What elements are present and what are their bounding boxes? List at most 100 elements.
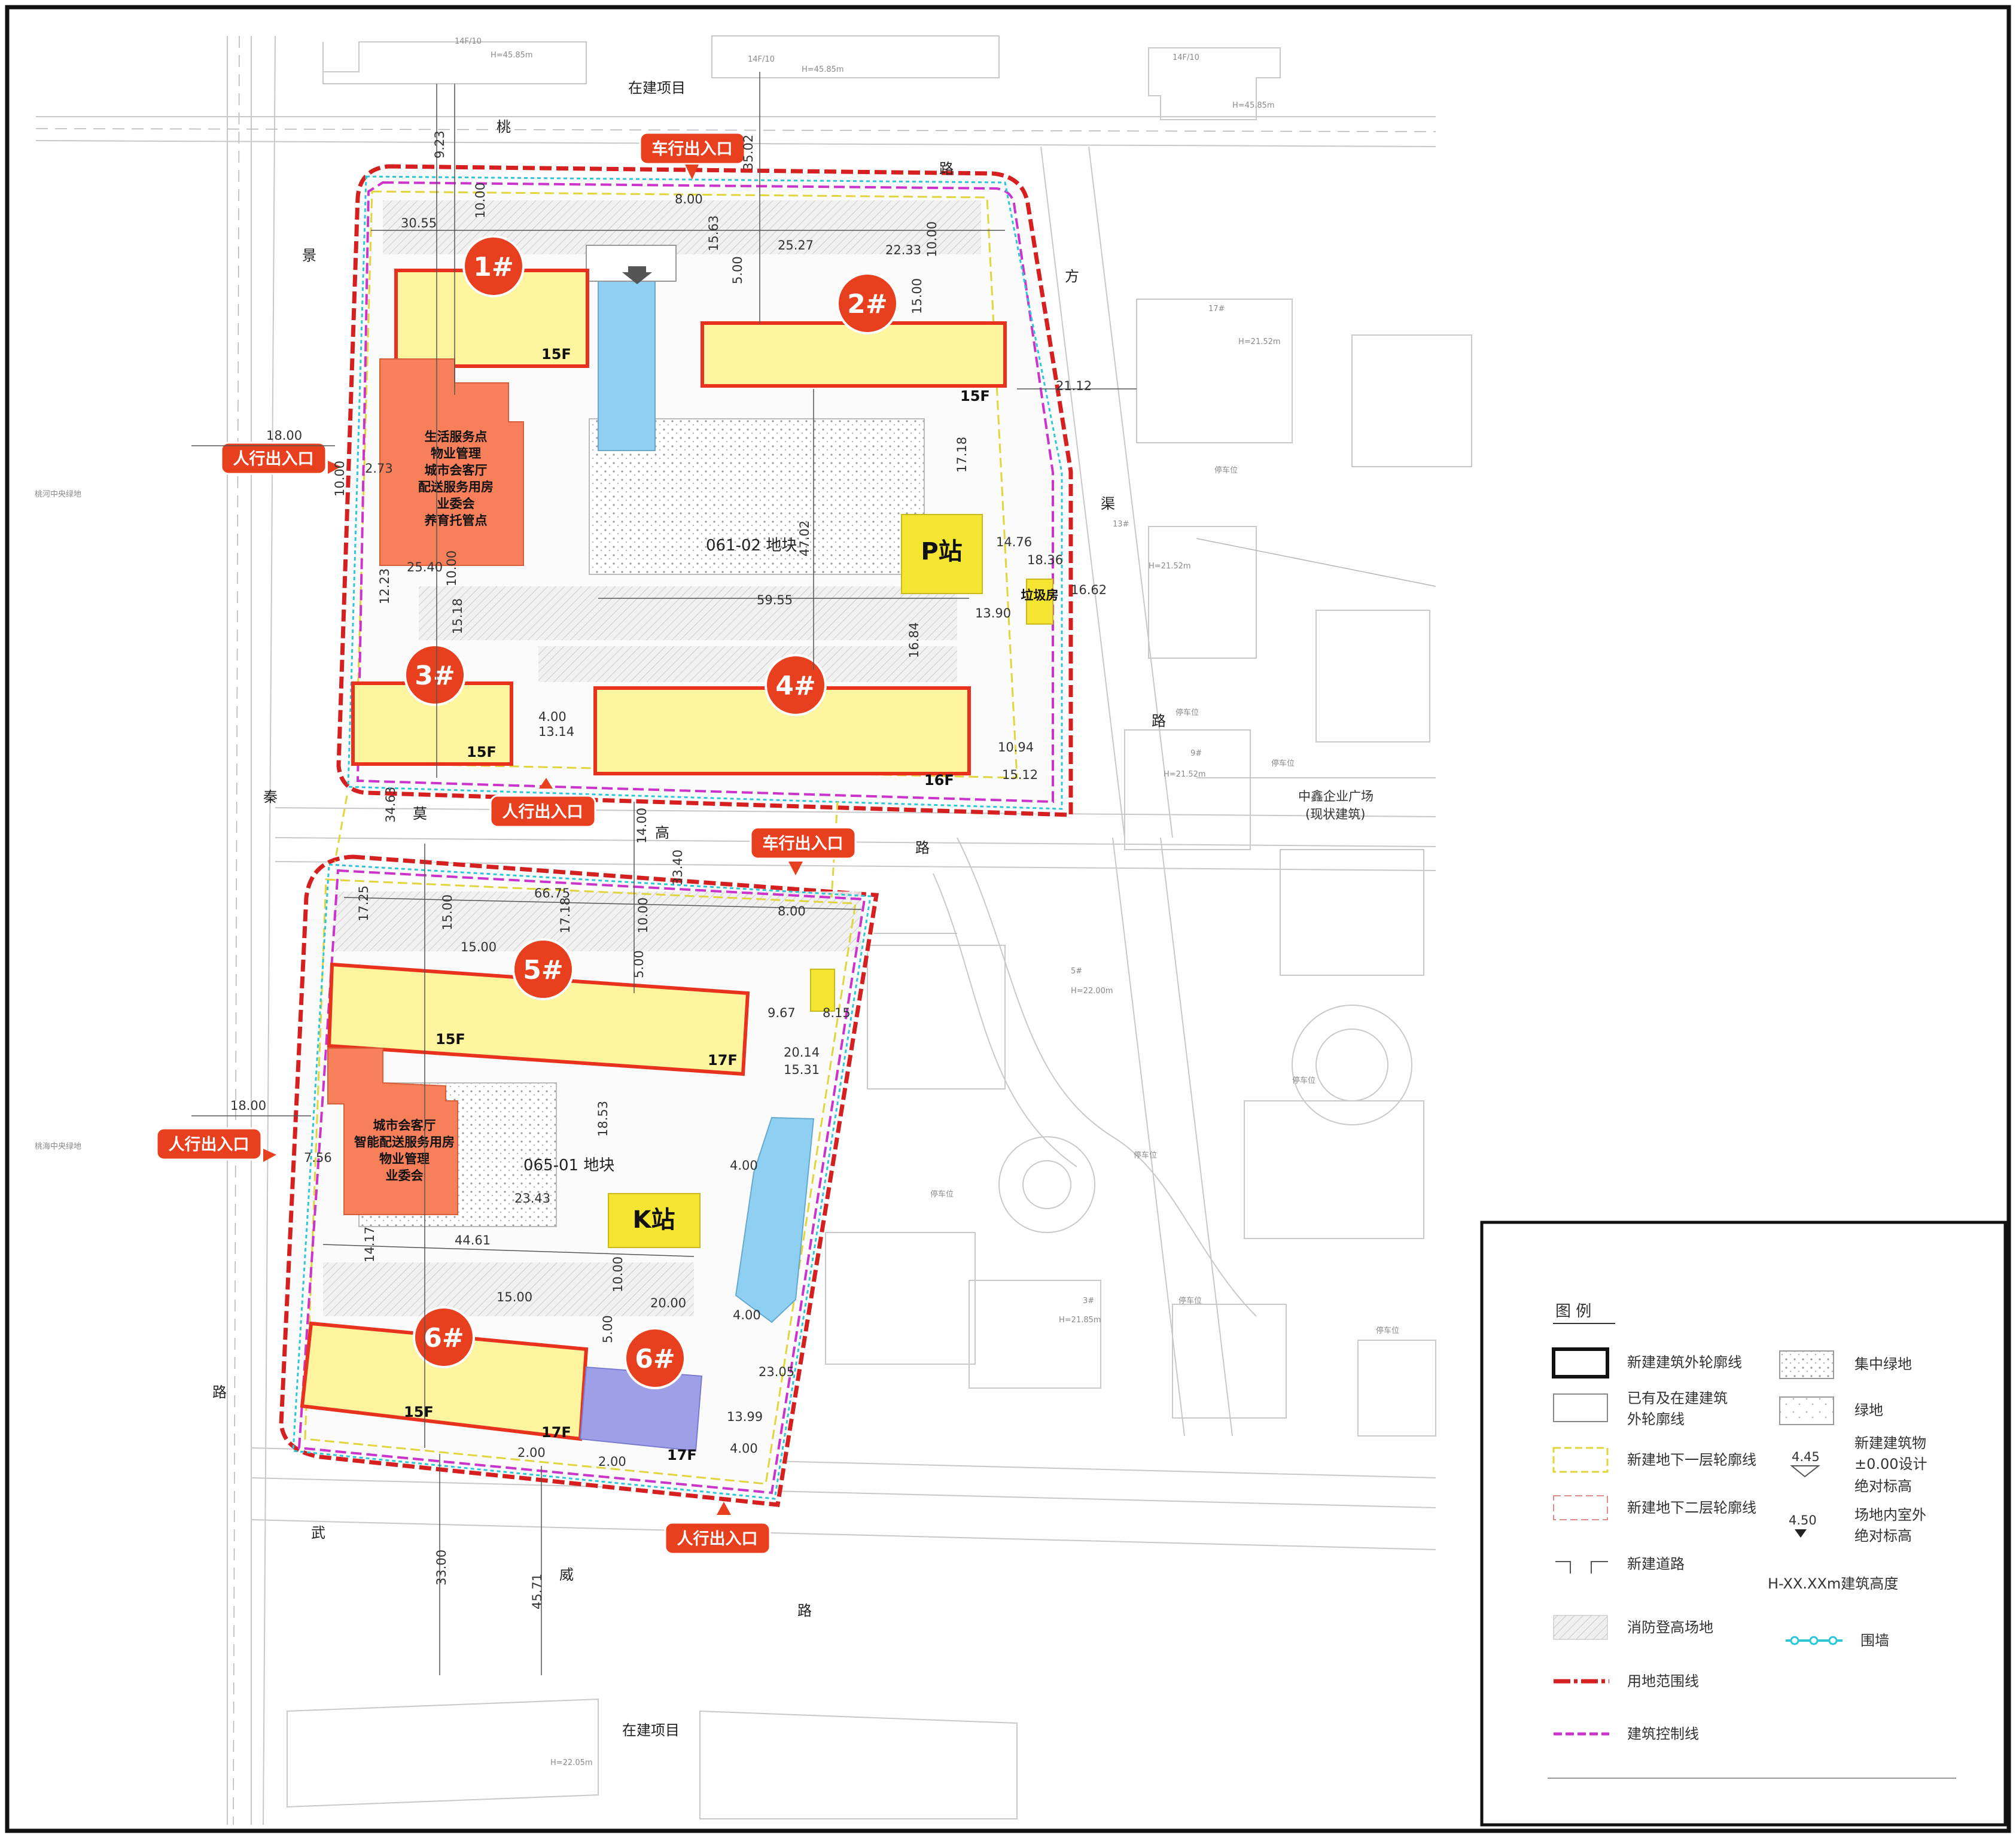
entrance-ped-left-top[interactable]: 人行出入口 <box>220 442 341 475</box>
marker-2[interactable]: 2# <box>836 272 899 334</box>
entrance-vehicle-top[interactable]: 车行出入口 <box>639 132 746 179</box>
label-dimensions-d11: 21.12 <box>1056 379 1092 393</box>
label-dimensions-d23: 16.84 <box>907 622 921 658</box>
label-dimensions-d58: 4.00 <box>730 1441 758 1456</box>
label-dimensions-d12: 17.18 <box>955 437 969 473</box>
function-north-2: 物业管理 <box>431 446 481 461</box>
legend-b2: 新建地下二层轮廓线 <box>1627 1499 1756 1516</box>
label-neighbors-e7: H=22.00m <box>1071 987 1113 996</box>
service-building-north[interactable] <box>379 358 524 566</box>
function-south-3: 物业管理 <box>379 1152 430 1166</box>
label-dimensions-d60: 2.00 <box>598 1454 626 1469</box>
building-2[interactable]: 15F <box>701 321 1007 404</box>
legend-swatch-green <box>1779 1396 1834 1425</box>
legend-swatch-green-central <box>1779 1350 1834 1379</box>
marker-4[interactable]: 4# <box>765 654 827 716</box>
label-dimensions-d9: 5.00 <box>730 256 745 284</box>
label-dimensions-d17: 59.55 <box>757 593 793 607</box>
function-north-6: 养育托管点 <box>424 513 488 528</box>
legend-swatch-b2 <box>1553 1495 1608 1520</box>
marker-5[interactable]: 5# <box>512 938 574 1000</box>
trash-room-label: 垃圾房 <box>1021 588 1059 602</box>
entrance-tags: 车行出入口 人行出入口 人行出入口 车行出入口 人行出入口 人行出入口 <box>156 132 857 1555</box>
label-neighbors-n2: 13# <box>1113 520 1129 529</box>
marker-6[interactable]: 6# <box>413 1306 475 1368</box>
legend-b1: 新建地下一层轮廓线 <box>1627 1451 1756 1468</box>
plot-north-id: 061-02 地块 <box>706 537 797 555</box>
building-6-floors-left: 15F <box>404 1404 434 1420</box>
label-dimensions-d33: 33.40 <box>671 850 685 885</box>
entrance-ped-left-bottom[interactable]: 人行出入口 <box>156 1127 276 1162</box>
label-dimensions-d5: 30.55 <box>401 216 437 230</box>
entrance-ped-mid[interactable]: 人行出入口 <box>489 778 596 828</box>
label-entrances-ped_mid: 人行出入口 <box>503 802 583 821</box>
label-dimensions-d18: 13.90 <box>975 606 1011 620</box>
label-dimensions-d14: 14.76 <box>996 535 1032 549</box>
road-wu: 武 <box>311 1524 325 1541</box>
legend-box <box>1480 1221 2007 1827</box>
label-dimensions-d21: 15.18 <box>450 598 465 634</box>
building-1-floors: 15F <box>541 346 571 363</box>
entrance-vehicle-mid[interactable]: 车行出入口 <box>750 826 857 875</box>
buildings: 15F 15F 15F 16F P站 垃圾房 <box>300 269 1059 1463</box>
legend-elev-design-3: 绝对标高 <box>1854 1478 1912 1495</box>
legend-site-line: 用地范围线 <box>1627 1673 1699 1690</box>
label-dimensions-d50: 44.61 <box>455 1233 491 1247</box>
road-jing: 景 <box>302 247 316 264</box>
label-dimensions-d31: 34.63 <box>383 787 398 823</box>
building-5-floors-right: 17F <box>708 1052 738 1069</box>
elevation-outdoor-icon <box>1795 1529 1807 1538</box>
marker-3[interactable]: 3# <box>404 644 466 706</box>
label-dimensions-d47: 7.56 <box>304 1151 332 1165</box>
label-dimensions-d28: 13.14 <box>538 725 574 739</box>
neighbor-labels: 17# 13# 9# 5# 3# 14F/10 14F/10 14F/10 H=… <box>455 37 1399 1767</box>
legend-elev-design-value: 4.45 <box>1792 1450 1820 1464</box>
label-dimensions-d44: 15.31 <box>784 1063 820 1077</box>
elevation-design-icon <box>1790 1465 1820 1478</box>
label-entrances-ped_left_bottom: 人行出入口 <box>169 1135 249 1154</box>
road-mo: 莫 <box>413 805 427 822</box>
south-small-facility <box>810 969 835 1012</box>
function-labels-north: 生活服务点 物业管理 城市会客厅 配送服务用房 业委会 养育托管点 <box>418 430 494 528</box>
label-dimensions-d42: 8.15 <box>823 1006 851 1020</box>
label-dimensions-d62: 45.71 <box>530 1574 544 1609</box>
dimension-text: 8.00 15.63 35.02 10.00 30.55 25.27 22.33… <box>230 130 1107 1609</box>
marker-6b[interactable]: 6# <box>624 1327 686 1389</box>
label-dimensions-d25: 2.73 <box>365 461 393 476</box>
building-4[interactable]: 16F <box>593 686 971 789</box>
marker-1[interactable]: 1# <box>462 235 525 297</box>
label-dimensions-d45: 18.53 <box>596 1101 610 1137</box>
road-labels: 在建项目 在建项目 桃 路 方 渠 路 景 秦 莫 高 路 路 武 威 路 桃河… <box>35 80 1374 1739</box>
k-station[interactable]: K站 <box>608 1193 701 1248</box>
building-6-purple[interactable]: 17F <box>579 1366 703 1463</box>
label-dimensions-d35: 8.00 <box>778 904 806 918</box>
label-dimensions-d13: 47.02 <box>797 521 812 556</box>
label-entrances-vehicle_top: 车行出入口 <box>652 139 733 159</box>
label-neighbors-park: 停车位 <box>1178 1296 1202 1306</box>
label-dimensions-d54: 20.00 <box>650 1296 686 1310</box>
building-5[interactable]: 15F 17F <box>327 962 750 1076</box>
label-dimensions-d34: 66.75 <box>534 886 570 900</box>
label-dimensions-d20: 12.23 <box>377 568 392 604</box>
road-lu-left: 路 <box>212 1384 227 1401</box>
label-dimensions-d29: 10.94 <box>998 740 1034 754</box>
function-north-3: 城市会客厅 <box>425 463 488 477</box>
legend-exist-outline-2: 外轮廓线 <box>1627 1411 1685 1428</box>
legend: 图 例 新建建筑外轮廓线 已有及在建建筑 外轮廓线 新建地下一层轮廓线 新建地下… <box>1480 1221 2007 1827</box>
label-dimensions-d32: 14.00 <box>635 808 649 844</box>
p-station[interactable]: P站 <box>901 514 983 594</box>
legend-swatch-b1 <box>1552 1447 1609 1473</box>
road-qu: 渠 <box>1101 495 1115 512</box>
label-neighbors-park: 停车位 <box>1134 1151 1157 1160</box>
entrance-ped-bottom[interactable]: 人行出入口 <box>664 1502 771 1555</box>
label-dimensions-d39: 5.00 <box>632 950 646 978</box>
road-lu-top: 路 <box>939 160 954 177</box>
label-neighbors-park: 停车位 <box>1214 465 1238 475</box>
road-qin: 秦 <box>263 789 278 805</box>
building-markers: 1# 2# 3# 4# 5# 6# 6# <box>404 235 899 1389</box>
trash-room[interactable]: 垃圾房 <box>1021 579 1059 625</box>
function-south-2: 智能配送服务用房 <box>354 1135 455 1149</box>
building-2-floors: 15F <box>960 388 990 404</box>
dimension-lines <box>191 72 1137 1675</box>
